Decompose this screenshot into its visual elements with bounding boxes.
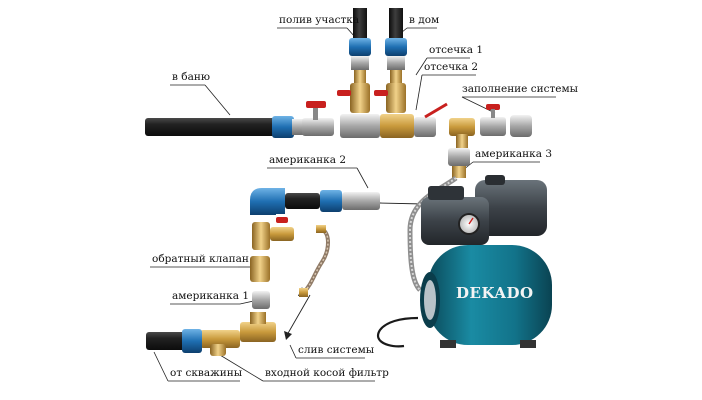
label-union-1: американка 1	[172, 290, 250, 302]
check-valve-fitting	[250, 256, 270, 282]
power-cable	[377, 316, 419, 348]
valve-mid-left	[252, 217, 294, 250]
label-system-filling: заполнение системы	[462, 83, 579, 95]
pump-base-legs	[440, 340, 536, 348]
pipe-to-bathhouse	[145, 116, 304, 138]
pipe-garden-watering	[337, 8, 371, 113]
tee-fitting-top-left	[340, 114, 380, 138]
label-garden-watering: полив участка	[279, 14, 360, 26]
leader-lines	[150, 27, 556, 382]
pressure-gauge-icon	[458, 213, 480, 235]
label-from-well: от скважины	[170, 367, 243, 379]
label-inlet-filter: входной косой фильтр	[265, 367, 389, 379]
filling-valve	[480, 104, 532, 137]
pump-tank	[420, 245, 552, 345]
label-shutoff-1: отсечка 1	[429, 44, 484, 56]
drain-hose	[299, 225, 330, 297]
pipe-from-well	[146, 329, 202, 353]
shutoff-valve-2	[414, 102, 448, 137]
elbow-fitting	[250, 188, 285, 215]
pump-brand-logo: DEKADO	[456, 284, 534, 302]
label-to-house: в дом	[409, 14, 440, 26]
tee-bottom	[240, 312, 276, 342]
label-shutoff-2: отсечка 2	[424, 61, 479, 73]
union-3-fitting	[448, 148, 470, 178]
label-system-drain: слив системы	[298, 344, 375, 356]
ball-valve-bathhouse	[302, 101, 334, 136]
pipe-horizontal-mid	[285, 190, 380, 212]
label-union-3: американка 3	[475, 148, 553, 160]
label-to-bathhouse: в баню	[172, 71, 210, 83]
label-union-2: американка 2	[269, 154, 347, 166]
union-1-fitting	[252, 291, 270, 309]
tee-to-pump	[449, 118, 475, 148]
pipe-to-house	[374, 8, 407, 113]
inlet-filter-fitting	[200, 330, 240, 356]
arrow-lines	[286, 202, 425, 336]
tee-fitting-top-right	[380, 114, 414, 138]
label-check-valve: обратный клапан	[152, 253, 249, 265]
